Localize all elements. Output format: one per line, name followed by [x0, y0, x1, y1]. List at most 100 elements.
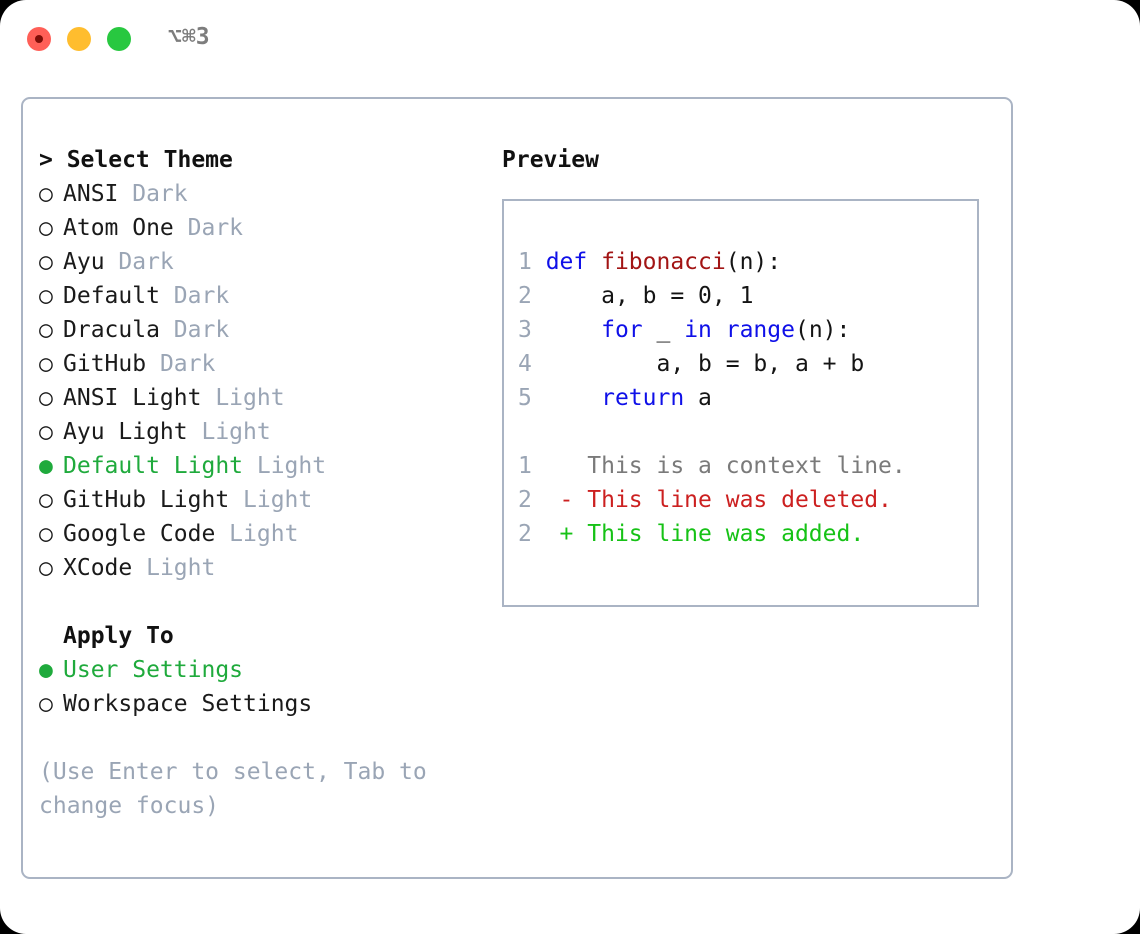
- diff-text: This is a context line.: [573, 453, 906, 479]
- theme-variant-label: Light: [132, 555, 216, 581]
- radio-unselected-icon[interactable]: ○: [39, 181, 53, 207]
- apply-to-label: User Settings: [63, 657, 244, 683]
- theme-variant-label: Dark: [118, 181, 188, 207]
- code-token: fibonacci: [601, 249, 726, 275]
- line-number: 2: [518, 521, 560, 547]
- theme-list-item[interactable]: ○Google Code Light: [39, 517, 479, 551]
- theme-name-label: GitHub: [63, 351, 147, 377]
- diff-sample: 1 This is a context line.2 - This line w…: [518, 449, 977, 551]
- code-indent: [546, 317, 601, 343]
- theme-list-item[interactable]: ○ Dracula Dark: [39, 313, 479, 347]
- radio-unselected-icon[interactable]: ○: [39, 283, 53, 309]
- line-number: 3: [518, 317, 546, 343]
- theme-variant-label: Dark: [159, 283, 230, 309]
- apply-to-header: Apply To: [63, 623, 174, 649]
- theme-name-label: Dracula: [63, 317, 160, 343]
- theme-name-label: Default Light: [63, 453, 244, 479]
- theme-variant-label: Dark: [159, 317, 230, 343]
- code-line: 2 a, b = 0, 1: [518, 279, 977, 313]
- theme-variant-label: Dark: [173, 215, 244, 241]
- theme-list-item[interactable]: ○ANSI Dark: [39, 177, 479, 211]
- theme-list-item[interactable]: ○ Atom One Dark: [39, 211, 479, 245]
- code-token: a, b = b, a + b: [656, 351, 865, 377]
- code-token: for: [601, 317, 657, 343]
- theme-name-label: GitHub Light: [63, 487, 230, 513]
- theme-list-item[interactable]: ○GitHub Light Light: [39, 483, 479, 517]
- code-line: 5 return a: [518, 381, 977, 415]
- radio-unselected-icon[interactable]: ○: [39, 351, 53, 377]
- theme-list-item[interactable]: ○ Ayu Light Light: [39, 415, 479, 449]
- theme-variant-label: Light: [201, 385, 285, 411]
- code-line: 1 def fibonacci(n):: [518, 245, 977, 279]
- theme-name-label: Google Code: [63, 521, 216, 547]
- line-number: 5: [518, 385, 546, 411]
- select-theme-header: > Select Theme: [39, 147, 233, 173]
- code-indent: [546, 283, 601, 309]
- apply-to-item[interactable]: ● User Settings: [39, 653, 479, 687]
- code-token: in: [684, 317, 726, 343]
- theme-variant-label: Dark: [146, 351, 216, 377]
- close-icon: [35, 35, 43, 43]
- theme-variant-label: Light: [187, 419, 271, 445]
- theme-selector-panel: > Select Theme ○ANSI Dark○Atom One Dark○…: [21, 97, 1013, 879]
- code-token: a: [698, 385, 712, 411]
- diff-text: This line was added.: [573, 521, 865, 547]
- code-token: return: [601, 385, 699, 411]
- diff-text: This line was deleted.: [573, 487, 892, 513]
- theme-list-item[interactable]: ○Ayu Dark: [39, 245, 479, 279]
- theme-list-item[interactable]: ○ GitHub Dark: [39, 347, 479, 381]
- radio-unselected-icon[interactable]: ○: [39, 555, 53, 581]
- line-number: 4: [518, 351, 546, 377]
- theme-name-label: XCode: [63, 555, 133, 581]
- code-token: _: [656, 317, 685, 343]
- radio-selected-icon[interactable]: ●: [39, 453, 53, 479]
- theme-list: ○ANSI Dark○Atom One Dark○Ayu Dark○Defaul…: [39, 177, 479, 585]
- line-number: 2: [518, 283, 546, 309]
- radio-unselected-icon[interactable]: ○: [39, 487, 53, 513]
- code-token: a, b = 0, 1: [601, 283, 754, 309]
- radio-unselected-icon[interactable]: ○: [39, 249, 53, 275]
- maximize-window-button[interactable]: [107, 27, 131, 51]
- code-line: 3 for _ in range(n):: [518, 313, 977, 347]
- code-token: range: [725, 317, 795, 343]
- theme-list-item[interactable]: ● Default Light Light: [39, 449, 479, 483]
- theme-name-label: Ayu Light: [63, 419, 188, 445]
- radio-unselected-icon[interactable]: ○: [39, 419, 53, 445]
- keyboard-shortcut-label: ⌥⌘3: [168, 24, 210, 50]
- theme-list-item[interactable]: ○ XCode Light: [39, 551, 479, 585]
- code-line: 4 a, b = b, a + b: [518, 347, 977, 381]
- apply-to-label: Workspace Settings: [63, 691, 313, 717]
- preview-column: Preview 1 def fibonacci(n):2 a, b = 0, 1…: [502, 143, 992, 607]
- preview-title: Preview: [502, 147, 599, 173]
- diff-marker: [560, 453, 574, 479]
- theme-list-item[interactable]: ○ Default Dark: [39, 279, 479, 313]
- radio-unselected-icon[interactable]: ○: [39, 521, 53, 547]
- radio-unselected-icon[interactable]: ○: [39, 691, 53, 717]
- minimize-window-button[interactable]: [67, 27, 91, 51]
- theme-list-item[interactable]: ○ ANSI Light Light: [39, 381, 479, 415]
- apply-to-list: ● User Settings ○ Workspace Settings: [39, 653, 479, 721]
- radio-selected-icon[interactable]: ●: [39, 657, 53, 683]
- list-spacer: [39, 585, 479, 619]
- keyboard-hint-text: (Use Enter to select, Tab to change focu…: [39, 759, 427, 819]
- diff-line: 2 + This line was added.: [518, 517, 977, 551]
- code-token: def: [545, 249, 602, 275]
- code-indent: [546, 385, 601, 411]
- radio-unselected-icon[interactable]: ○: [39, 385, 53, 411]
- code-token: (n):: [725, 249, 782, 275]
- diff-line: 1 This is a context line.: [518, 449, 977, 483]
- radio-unselected-icon[interactable]: ○: [39, 215, 53, 241]
- theme-name-label: Atom One: [63, 215, 174, 241]
- code-diff-gap: [518, 415, 977, 449]
- line-number: 1: [518, 453, 560, 479]
- diff-line: 2 - This line was deleted.: [518, 483, 977, 517]
- diff-marker: -: [559, 487, 574, 513]
- radio-unselected-icon[interactable]: ○: [39, 317, 53, 343]
- theme-variant-label: Light: [243, 453, 327, 479]
- apply-to-item[interactable]: ○ Workspace Settings: [39, 687, 479, 721]
- theme-name-label: ANSI Light: [63, 385, 202, 411]
- theme-name-label: Default: [63, 283, 160, 309]
